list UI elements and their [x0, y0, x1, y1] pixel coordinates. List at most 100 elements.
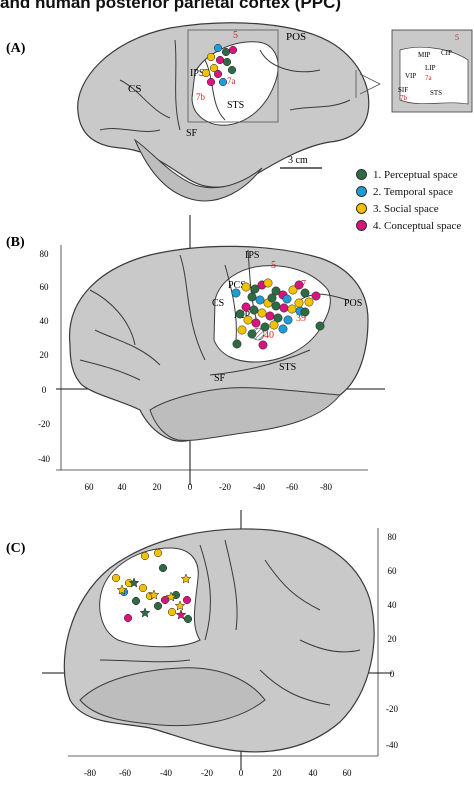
- panel-c-sulci: [99, 539, 361, 706]
- data-marker: [232, 339, 242, 349]
- data-marker: [183, 614, 193, 624]
- panel-c-x-tick: 60: [343, 768, 353, 778]
- panel-b-label-pos: POS: [344, 298, 362, 309]
- data-marker: [241, 302, 251, 312]
- data-marker: [300, 307, 310, 317]
- data-marker: [218, 77, 228, 87]
- panel-a-label-sf: SF: [186, 128, 198, 139]
- data-marker: [287, 304, 297, 314]
- data-marker: [206, 52, 216, 62]
- data-marker: [167, 607, 177, 617]
- data-marker: [263, 278, 273, 288]
- panel-b-label-area5: 5: [271, 260, 276, 271]
- panel-c-y-tick: 0: [390, 669, 395, 679]
- panel-b-label: (B): [6, 235, 25, 250]
- panel-c-x-tick: -60: [119, 768, 131, 778]
- data-marker: [228, 45, 238, 55]
- data-marker: [222, 57, 232, 67]
- data-marker: [111, 573, 121, 583]
- figure-title: and human posterior parietal cortex (PPC…: [0, 0, 342, 12]
- data-marker: [249, 305, 259, 315]
- panel-a-label-cs: CS: [128, 83, 141, 95]
- panel-b-label-cs: CS: [212, 298, 224, 309]
- svg-text:MIP: MIP: [418, 51, 431, 59]
- data-marker: [282, 294, 292, 304]
- data-marker: [241, 282, 251, 292]
- legend-item-perceptual: 1. Perceptual space: [356, 166, 474, 183]
- data-marker: [279, 303, 289, 313]
- data-marker: [247, 329, 257, 339]
- panel-c-x-tick: 20: [273, 768, 283, 778]
- panel-b-label-sf: SF: [214, 373, 226, 384]
- data-marker: [158, 563, 168, 573]
- data-marker: [227, 65, 237, 75]
- panel-a-temporal-lobe: [133, 138, 263, 202]
- data-marker: [294, 280, 304, 290]
- data-marker: [271, 286, 281, 296]
- data-star-marker: [165, 591, 177, 602]
- panel-b-x-tick: -80: [320, 482, 332, 492]
- data-marker: [278, 324, 288, 334]
- panel-a-label-area5: 5: [233, 30, 238, 41]
- data-marker: [209, 63, 219, 73]
- panel-c-y-tick: 60: [388, 566, 398, 576]
- data-marker: [265, 311, 275, 321]
- data-marker: [235, 309, 245, 319]
- data-marker: [140, 551, 150, 561]
- data-star-marker: [148, 589, 160, 600]
- panel-c-y-tick: -40: [386, 740, 398, 750]
- panel-b-y-tick: -40: [38, 454, 50, 464]
- panel-a-markers: [201, 43, 238, 87]
- data-star-marker: [116, 584, 128, 595]
- panel-a: (A) POS CS IPS SF STS 5 7a 7b 3 cm: [6, 22, 473, 202]
- data-marker: [221, 47, 231, 57]
- legend-item-social: 3. Social space: [356, 200, 474, 217]
- legend-label-temporal: 2. Temporal space: [373, 185, 453, 198]
- panel-c-x-tick: 0: [239, 768, 244, 778]
- panel-a-inset-arrow: [355, 70, 381, 98]
- panel-c-y-tick: 40: [388, 600, 398, 610]
- panel-a-label-pos: POS: [286, 31, 306, 43]
- data-marker: [304, 297, 314, 307]
- panel-b-x-tick: 20: [153, 482, 163, 492]
- svg-text:3 cm: 3 cm: [288, 155, 308, 166]
- legend-item-conceptual: 4. Conceptual space: [356, 217, 474, 234]
- panel-b-label-sts: STS: [279, 362, 296, 373]
- panel-b: (B) IPS PCS CS AIP POS SF STS 5 7 39 40 …: [6, 215, 385, 492]
- panel-c-x-tick: 40: [309, 768, 319, 778]
- panel-c-y-tick: 80: [388, 532, 398, 542]
- data-marker: [267, 293, 277, 303]
- panel-b-label-area7: 7: [301, 279, 306, 290]
- panel-b-y-tick: 40: [40, 316, 50, 326]
- panel-a-zoom-box: [187, 29, 279, 123]
- panel-a-label: (A): [6, 41, 26, 56]
- svg-text:7b: 7b: [400, 94, 408, 102]
- data-marker: [131, 596, 141, 606]
- data-marker: [255, 295, 265, 305]
- data-marker: [206, 77, 216, 87]
- panel-c-x-tick: -40: [160, 768, 172, 778]
- svg-text:VIP: VIP: [405, 72, 416, 80]
- panel-a-inset: 5 MIP CIP LIP VIP 7a 7b STS SIF: [391, 29, 473, 113]
- svg-text:7a: 7a: [425, 74, 433, 82]
- svg-text:5: 5: [455, 33, 459, 42]
- panel-c-y-tick: -20: [386, 704, 398, 714]
- panel-a-label-sts: STS: [227, 100, 244, 111]
- data-star-marker: [175, 609, 187, 620]
- data-marker: [153, 601, 163, 611]
- data-marker: [182, 595, 192, 605]
- svg-text:STS: STS: [430, 89, 442, 97]
- panel-a-label-area7b: 7b: [196, 92, 206, 102]
- data-marker: [251, 318, 261, 328]
- legend-swatch-perceptual: [356, 169, 367, 180]
- legend-label-perceptual: 1. Perceptual space: [373, 168, 458, 181]
- data-marker: [250, 284, 260, 294]
- panel-a-scale-bar: 3 cm: [280, 155, 322, 169]
- data-marker: [283, 315, 293, 325]
- data-marker: [213, 69, 223, 79]
- svg-text:CIP: CIP: [441, 49, 452, 57]
